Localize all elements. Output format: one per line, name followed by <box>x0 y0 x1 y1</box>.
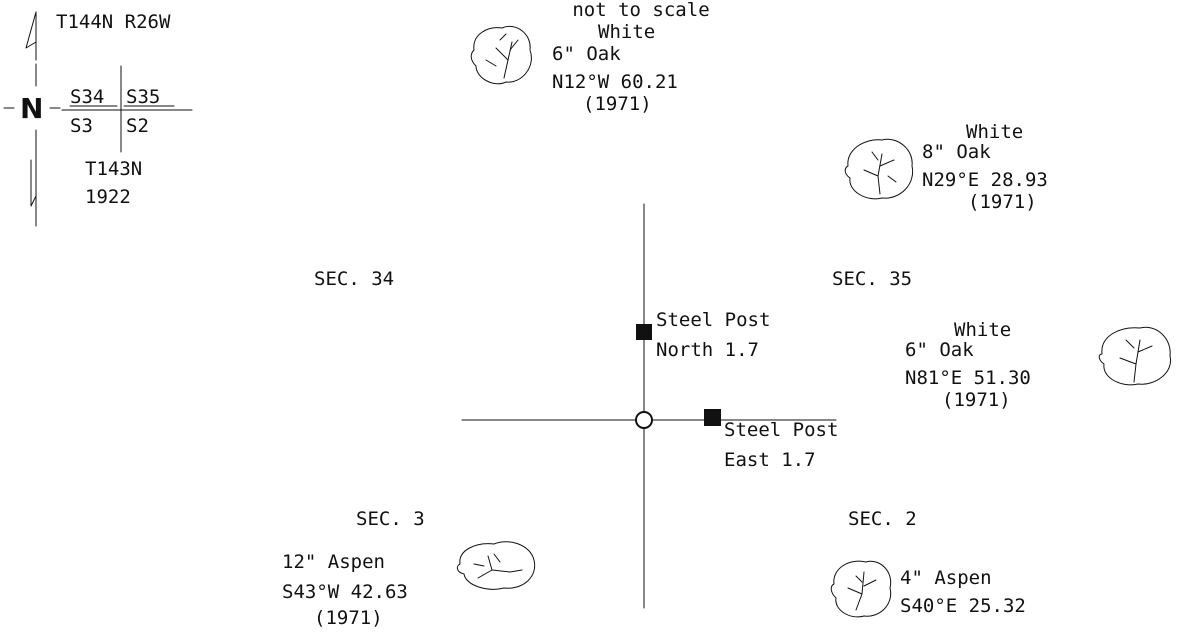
tree-top-line-1: White <box>598 21 655 43</box>
tree-lower-right-line-2: S40°E 25.32 <box>900 595 1026 617</box>
bearing-tree-upper-right: White 8" Oak N29°E 28.93 (1971) <box>844 121 1048 213</box>
steel-post-north-label-2: North 1.7 <box>656 339 759 361</box>
township-bottom-label: T143N <box>85 158 142 180</box>
locator-inset: N T144N R26W S34 S35 S3 S2 T143N 1922 <box>3 11 193 227</box>
not-to-scale-note: not to scale <box>572 0 709 21</box>
tree-lower-left-line-1: 12" Aspen <box>282 551 385 573</box>
locator-cell-s2: S2 <box>126 115 149 137</box>
section-corner-marker <box>635 411 653 429</box>
tree-upper-right-line-3: N29°E 28.93 <box>922 169 1048 191</box>
tree-right-line-4: (1971) <box>942 389 1011 411</box>
tree-right-line-2: 6" Oak <box>905 339 974 361</box>
tree-top-line-4: (1971) <box>583 93 652 115</box>
steel-post-north-marker <box>636 324 652 340</box>
steel-post-east-marker <box>704 409 721 426</box>
locator-cell-s34: S34 <box>70 86 104 108</box>
locator-year: 1922 <box>85 186 131 208</box>
tree-icon <box>456 541 536 590</box>
bearing-tree-top: White 6" Oak N12°W 60.21 (1971) <box>470 21 678 115</box>
tree-lower-left-line-2: S43°W 42.63 <box>282 581 408 603</box>
tree-right-line-1: White <box>954 319 1011 341</box>
tree-icon <box>844 138 914 200</box>
north-letter: N <box>20 92 43 125</box>
steel-post-east-label-1: Steel Post <box>724 419 838 441</box>
bearing-tree-right: White 6" Oak N81°E 51.30 (1971) <box>905 319 1172 411</box>
bearing-tree-lower-right: 4" Aspen S40°E 25.32 <box>830 560 1026 618</box>
tree-lower-left-line-3: (1971) <box>314 607 383 629</box>
steel-post-north-label-1: Steel Post <box>656 309 770 331</box>
tree-icon <box>830 560 892 618</box>
steel-post-east-label-2: East 1.7 <box>724 449 816 471</box>
tree-lower-right-line-1: 4" Aspen <box>900 567 992 589</box>
tree-right-line-3: N81°E 51.30 <box>905 367 1031 389</box>
tree-top-line-3: N12°W 60.21 <box>552 71 678 93</box>
tree-upper-right-line-4: (1971) <box>968 191 1037 213</box>
township-range-label: T144N R26W <box>56 11 171 33</box>
bearing-tree-lower-left: 12" Aspen S43°W 42.63 (1971) <box>282 541 536 629</box>
section-label-2: SEC. 2 <box>848 508 917 530</box>
tree-top-line-2: 6" Oak <box>552 43 621 65</box>
section-label-34: SEC. 34 <box>314 268 394 290</box>
tree-upper-right-line-1: White <box>966 121 1023 143</box>
north-arrow-icon <box>3 11 61 227</box>
tree-icon <box>1098 326 1172 386</box>
section-label-3: SEC. 3 <box>356 508 425 530</box>
section-label-35: SEC. 35 <box>832 268 912 290</box>
tree-icon <box>470 26 532 85</box>
locator-cell-s3: S3 <box>70 115 93 137</box>
tree-upper-right-line-2: 8" Oak <box>922 141 991 163</box>
locator-cell-s35: S35 <box>126 86 160 108</box>
